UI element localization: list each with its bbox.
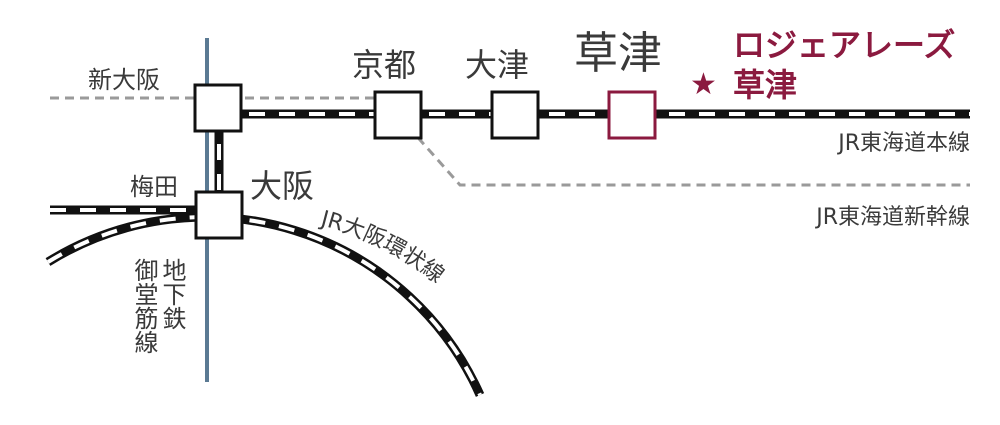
- station-label-kyoto: 京都: [352, 46, 416, 84]
- station-box-shin-osaka: [193, 83, 243, 133]
- station-label-otsu: 大津: [465, 46, 529, 84]
- tokaido-main-line-label: JR東海道本線: [836, 131, 970, 156]
- star-icon: ★: [690, 67, 717, 102]
- station-label-osaka: 大阪: [250, 167, 314, 205]
- station-box-kusatsu: [607, 90, 657, 140]
- station-label-shin-osaka: 新大阪: [88, 66, 160, 94]
- shinkansen-line-label: JR東海道新幹線: [814, 205, 970, 230]
- subway-label-b: 御堂筋線: [130, 258, 158, 354]
- property-area: 草津: [733, 66, 797, 104]
- station-box-otsu: [490, 90, 540, 140]
- property-name: ロジェアレーズ: [733, 26, 955, 64]
- osaka-loop-line: [45, 212, 485, 397]
- station-box-kyoto: [373, 90, 423, 140]
- station-label-kusatsu: 草津: [574, 28, 662, 79]
- station-label-umeda: 梅田: [130, 173, 178, 201]
- station-box-osaka: [194, 190, 244, 240]
- subway-label-a: 地下鉄: [158, 258, 186, 330]
